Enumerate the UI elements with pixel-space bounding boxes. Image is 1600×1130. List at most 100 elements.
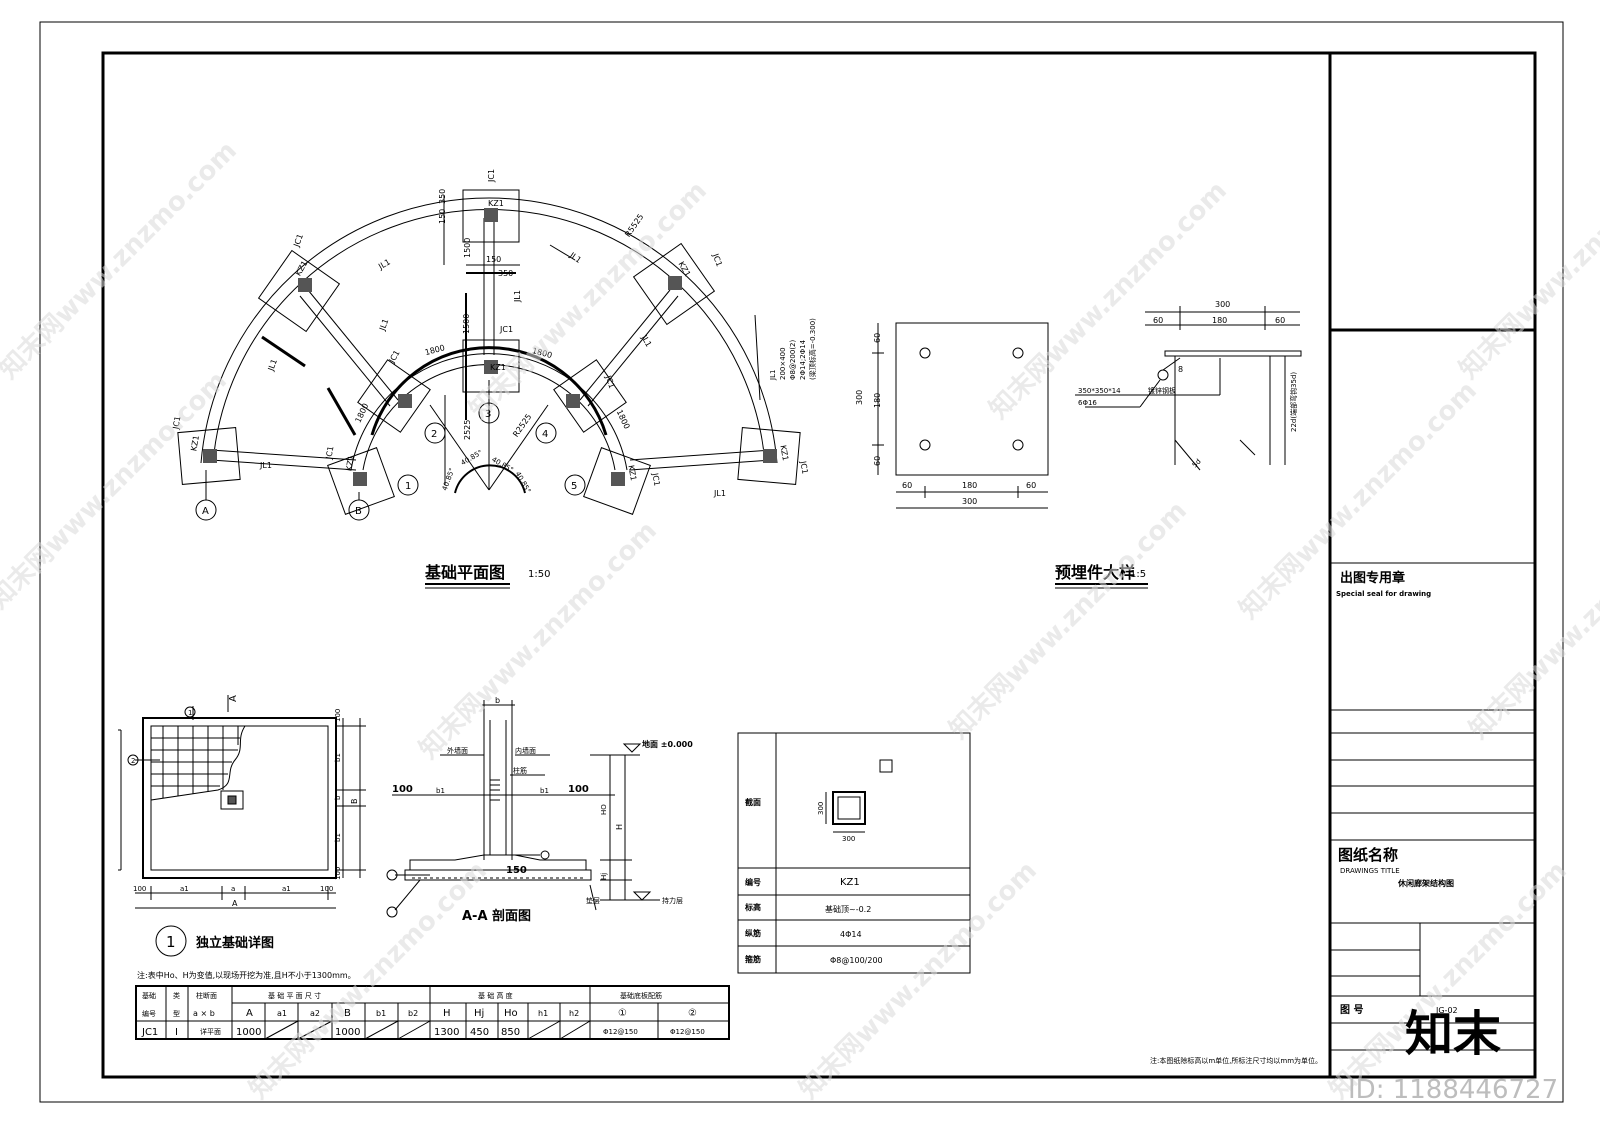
dim-1800: 1800: [615, 408, 632, 430]
col-row-label: 标高: [744, 902, 761, 912]
label-jl: JL1: [713, 489, 726, 498]
axis-a: A: [202, 506, 209, 517]
bottom-note: 注:本图纸除标高以m单位,所标注尺寸均以mm为单位。: [1150, 1056, 1322, 1065]
watermark-text: 知末网www.znzmo.com: [414, 516, 663, 765]
dim-180: 180: [873, 393, 882, 408]
col-row-value: Φ8@100/200: [830, 956, 883, 965]
label-kz: KZ1: [189, 435, 201, 452]
watermark-text: 知末网www.znzmo.com: [464, 176, 713, 425]
sec-col-bar: 柱筋: [513, 766, 527, 775]
dim-A: A: [232, 899, 238, 908]
td-cell: 详平面: [200, 1027, 221, 1036]
axis-b: B: [355, 506, 362, 517]
label-kz: KZ1: [490, 363, 506, 372]
embed-plate-section-labels: 300 60 180 60 8 350*350*14 镀锌钢板 6Φ16 22d…: [1055, 300, 1298, 589]
dim-300: 300: [962, 497, 977, 506]
sec-dim-100: 100: [392, 784, 413, 795]
th-sub: ①: [618, 1008, 627, 1019]
outer-border: [39, 21, 1564, 1103]
label-kz: KZ1: [626, 464, 638, 481]
svg-text:(梁顶标高=-0.300): (梁顶标高=-0.300): [808, 318, 817, 380]
footing-detail-labels: 1 2 A 100 b1 b b1 100 B 100 a1 a a1 100 …: [131, 695, 359, 951]
sec-level: 地面 ±0.000: [642, 739, 693, 749]
plan-scale: 1:50: [528, 569, 550, 580]
drawing-number-label: 图 号: [1340, 1004, 1363, 1016]
td-cell: 850: [501, 1027, 520, 1038]
col-row-value: 基础顶~-0.2: [825, 904, 871, 914]
foundation-plan-labels: A B 1 2 3 4 5 JC1 KZ1 JC1 KZ1 JC1 KZ1 JC…: [171, 169, 817, 589]
dim-150: 150: [486, 255, 501, 264]
axis-3: 3: [485, 409, 491, 420]
seal-title: 出图专用章: [1340, 570, 1405, 586]
label-kz: KZ1: [778, 444, 790, 461]
embed-plate-plan-labels: 60 180 60 300 60 180 60 300: [855, 333, 1036, 506]
dim-60: 60: [873, 456, 882, 466]
th-sub: A: [246, 1008, 253, 1019]
col-row-label: 编号: [745, 877, 761, 887]
watermark-layer: 知末网www.znzmo.com 知末网www.znzmo.com 知末网www…: [0, 136, 1600, 1105]
th-height: 基 础 高 度: [478, 991, 513, 1000]
th-no: 基础: [142, 991, 156, 1000]
embed-plate-section: [1075, 306, 1302, 471]
th-sub: h2: [569, 1009, 579, 1018]
drawing-name-label-en: DRAWINGS TITLE: [1340, 867, 1400, 875]
td-cell: 1000: [335, 1027, 360, 1038]
td-cell: JC1: [141, 1027, 158, 1038]
title-block: 出图专用章 Special seal for drawing 图纸名称 DRAW…: [1328, 53, 1535, 1077]
dim-100: 100: [334, 867, 342, 880]
dim-300: 300: [855, 390, 864, 405]
watermark-text: 知末网www.znzmo.com: [1454, 136, 1600, 385]
label-jc: JC1: [387, 349, 402, 366]
col-row-label: 纵筋: [745, 928, 761, 938]
td-cell: 450: [470, 1027, 489, 1038]
weld-size: 8: [1178, 365, 1183, 374]
th-sub: a1: [277, 1009, 287, 1018]
th-rebar: 基础底板配筋: [620, 991, 662, 1000]
sec-dim-150: 150: [506, 865, 527, 876]
label-jl: JL1: [377, 318, 390, 333]
label-jl: JL1: [513, 290, 522, 303]
col-row-value: 4Φ14: [840, 930, 862, 939]
dim-350: 350: [438, 189, 447, 204]
marker-1: 1: [188, 709, 192, 717]
dim-60: 60: [1026, 481, 1036, 490]
dim-a: a: [231, 885, 235, 893]
sec-inner-face: 内墙面: [515, 746, 536, 755]
sec-b1: b1: [540, 787, 549, 795]
dim-b: b: [334, 795, 342, 800]
drawing-name-value: 休闲廊架结构图: [1397, 878, 1454, 888]
watermark-text: 知末网www.znzmo.com: [1464, 496, 1600, 745]
dim-b1: b1: [334, 833, 342, 842]
label-jc: JC1: [487, 169, 496, 183]
plate-note: 350*350*14: [1078, 387, 1121, 395]
dim-100: 100: [320, 885, 333, 893]
label-jl: JL1: [567, 250, 583, 265]
th-no: 编号: [142, 1009, 156, 1018]
label-jc: JC1: [798, 459, 809, 474]
watermark-text: 知末网www.znzmo.com: [794, 856, 1043, 1105]
dim-60: 60: [1275, 316, 1285, 325]
th-sub: ②: [688, 1008, 697, 1019]
th-sub: H: [443, 1008, 451, 1019]
embed-scale: 1:5: [1130, 569, 1146, 580]
dim-b1: b1: [334, 753, 342, 762]
dim-350: 350: [498, 269, 513, 278]
plate-name: 镀锌钢板: [1148, 386, 1176, 395]
td-cell: Φ12@150: [603, 1028, 638, 1036]
watermark-text: 知末网www.znzmo.com: [0, 136, 243, 385]
label-kz: KZ1: [344, 455, 356, 472]
dim-60: 60: [902, 481, 912, 490]
drawing-name-label: 图纸名称: [1338, 846, 1398, 864]
angle: 40.85°: [441, 467, 457, 492]
label-jc: JC1: [650, 471, 661, 486]
plan-title: 基础平面图: [424, 563, 505, 582]
th-sub: B: [344, 1008, 351, 1019]
angle: 40.85°: [514, 470, 533, 494]
embed-plate-plan: [872, 322, 1049, 509]
th-sub: h1: [538, 1009, 548, 1018]
beam-note: JL1 200×400 Φ8@200(2) 2Φ14;2Φ14 (梁顶标高=-0…: [769, 318, 817, 381]
dim-a1: a1: [282, 885, 291, 893]
label-jl: JL1: [639, 333, 653, 349]
td-cell: I: [175, 1027, 178, 1038]
